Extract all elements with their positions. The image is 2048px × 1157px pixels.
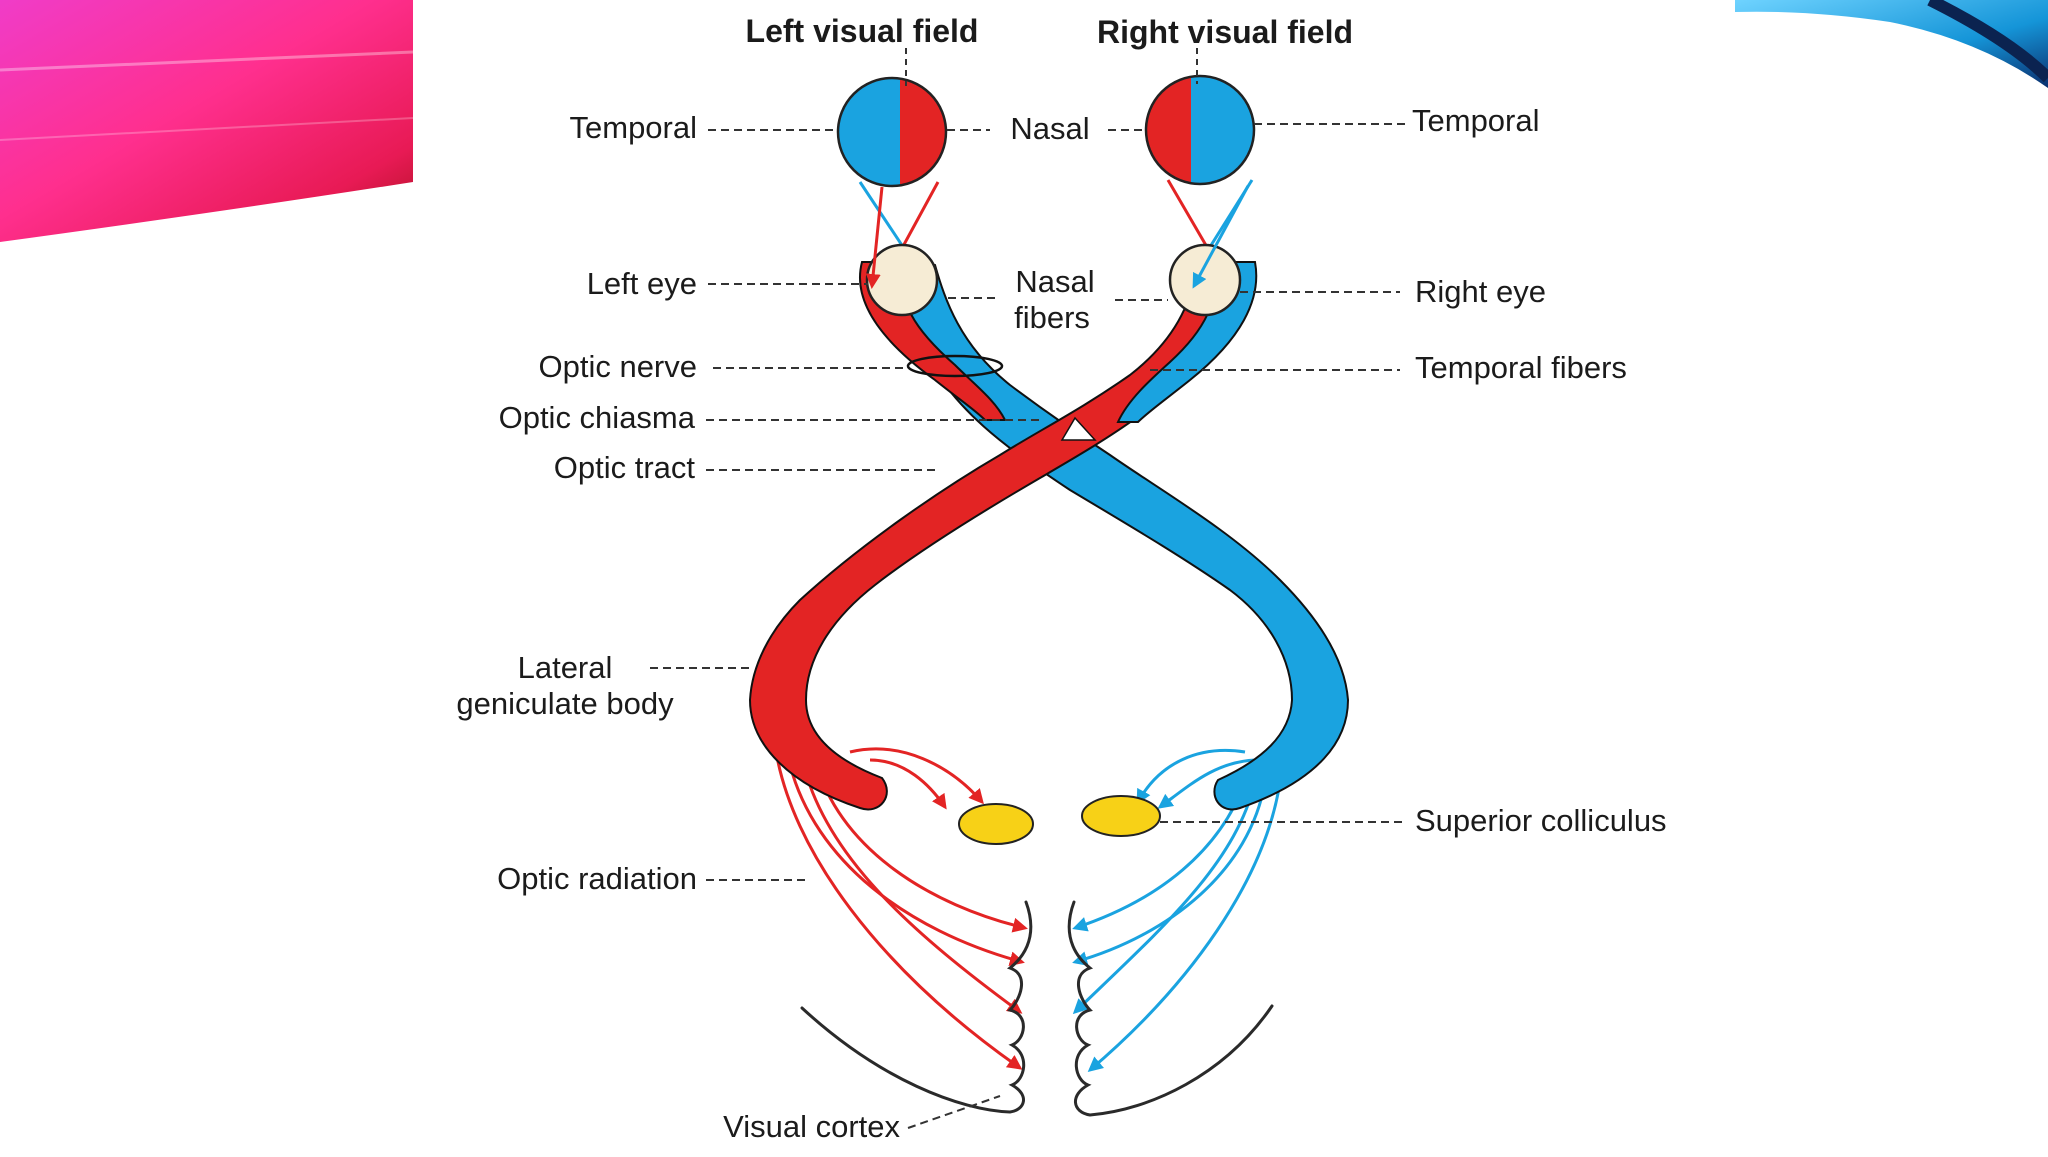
label-right-eye: Right eye — [1415, 274, 1546, 309]
optic-nerve-ring — [906, 354, 1004, 378]
optic-chiasma-notch — [1060, 416, 1097, 441]
label-temporal-fibers: Temporal fibers — [1415, 350, 1627, 385]
blue-nasal-fibers — [906, 260, 1350, 811]
leader-lines — [650, 123, 1405, 1129]
label-nasal-fibers-line2: fibers — [1014, 300, 1090, 335]
optic-radiation-left — [773, 744, 1028, 1070]
superior-colliculus-left — [958, 803, 1034, 845]
decor-top-right-swoosh — [1735, 0, 2048, 88]
label-lgb-line1: Lateral — [518, 650, 613, 685]
label-temporal-left: Temporal — [570, 110, 698, 145]
label-temporal-right: Temporal — [1412, 103, 1540, 138]
left-visual-field-title: Left visual field — [746, 13, 979, 49]
label-superior-colliculus: Superior colliculus — [1415, 803, 1667, 838]
label-left-eye: Left eye — [587, 266, 697, 301]
visual-cortex-outline — [800, 900, 1274, 1117]
label-optic-tract: Optic tract — [554, 450, 696, 485]
label-nasal: Nasal — [1010, 111, 1089, 146]
label-visual-cortex: Visual cortex — [723, 1109, 900, 1144]
label-lgb-line2: geniculate body — [456, 686, 674, 721]
label-optic-radiation: Optic radiation — [497, 861, 697, 896]
label-nasal-fibers-line1: Nasal — [1015, 264, 1094, 299]
label-optic-chiasma: Optic chiasma — [499, 400, 696, 435]
right-eyeball — [1168, 243, 1242, 317]
decor-top-left-swoosh — [0, 0, 414, 242]
superior-colliculus-right — [1081, 795, 1161, 837]
red-nasal-fibers — [748, 261, 1225, 811]
right-visual-field-title: Right visual field — [1097, 14, 1353, 50]
label-optic-nerve: Optic nerve — [538, 349, 697, 384]
left-eyeball — [865, 243, 939, 317]
